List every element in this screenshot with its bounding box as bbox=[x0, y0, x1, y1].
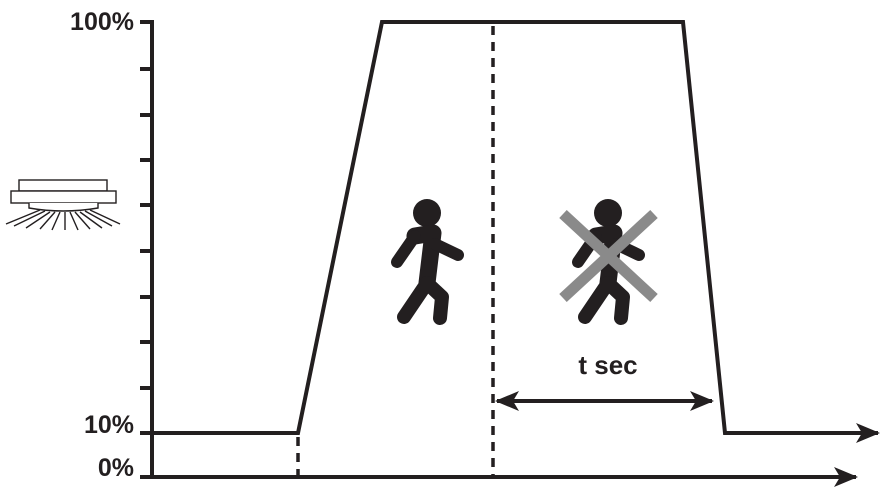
y-axis-ticks bbox=[140, 20, 154, 435]
cross-mark bbox=[559, 209, 658, 303]
light-level-line bbox=[152, 20, 880, 443]
duration-label: t sec bbox=[578, 350, 638, 380]
ceiling-motion-sensor-icon bbox=[5, 179, 121, 231]
label-10-percent: 10% bbox=[83, 411, 134, 439]
walking-person-icon bbox=[391, 199, 464, 325]
label-0-percent: 0% bbox=[97, 454, 134, 482]
crossed-out-walking-person-icon bbox=[559, 199, 658, 325]
label-100-percent: 100% bbox=[70, 8, 134, 36]
